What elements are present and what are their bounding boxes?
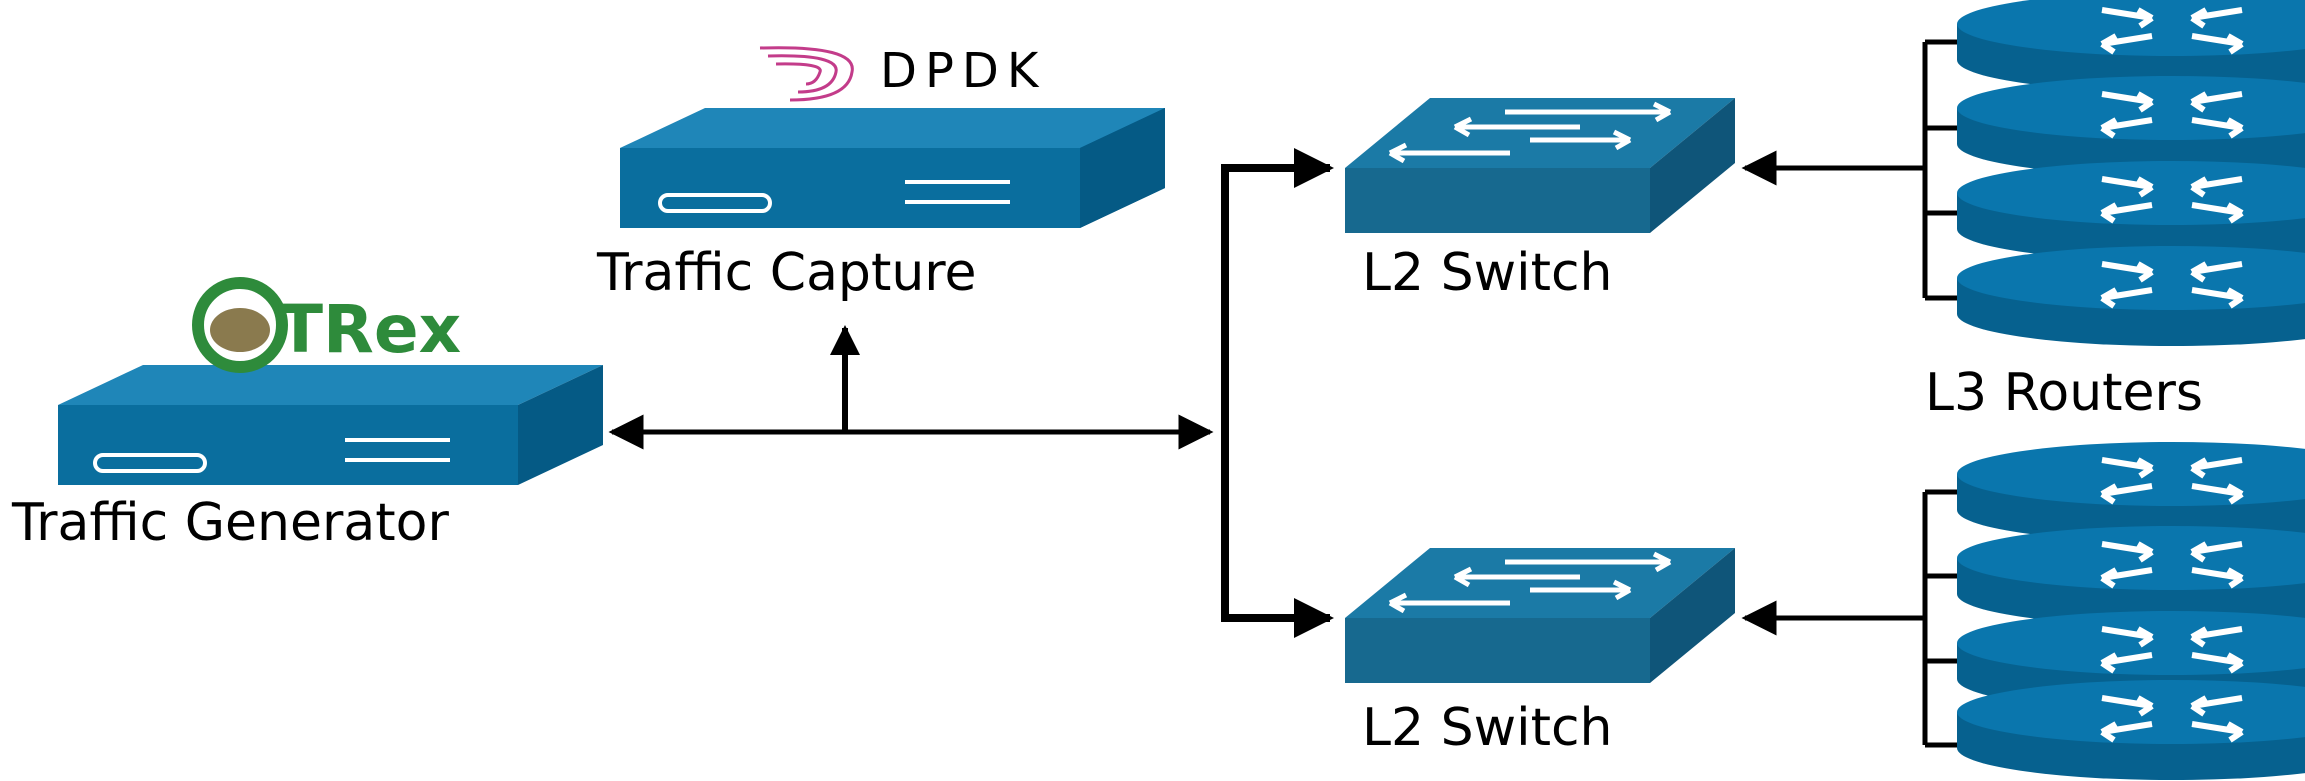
trex-logo-dino-icon bbox=[210, 308, 270, 352]
l3-routers-label: L3 Routers bbox=[1925, 363, 2203, 423]
device-top bbox=[620, 108, 1165, 148]
traffic-capture-label: Traffic Capture bbox=[596, 243, 977, 303]
trex-logo-text: TRex bbox=[278, 291, 461, 368]
device-right bbox=[1080, 108, 1165, 228]
dpdk-logo-text: DPDK bbox=[880, 43, 1046, 99]
dpdk-logo: DPDK bbox=[759, 43, 1046, 102]
dpdk-logo-icon bbox=[759, 46, 854, 102]
trex-logo-ring bbox=[192, 277, 288, 373]
switch-right-face bbox=[1650, 548, 1735, 683]
switch-right-face bbox=[1650, 98, 1735, 233]
traffic-generator-label: Traffic Generator bbox=[11, 493, 449, 553]
trex-logo: TRex bbox=[192, 277, 461, 373]
router-icon bbox=[1957, 161, 2305, 261]
switch-arrows-icon bbox=[1388, 101, 1672, 164]
l2-switch-bottom-label: L2 Switch bbox=[1362, 698, 1613, 758]
l2-switch-top-label: L2 Switch bbox=[1362, 243, 1613, 303]
traffic-capture-device bbox=[620, 108, 1165, 228]
router-group-bottom bbox=[1957, 442, 2305, 780]
uplink-bottom bbox=[1221, 432, 1334, 638]
device-slot bbox=[93, 453, 207, 473]
router-group-top bbox=[1957, 0, 2305, 346]
switch-front-face bbox=[1345, 168, 1650, 233]
traffic-generator-device bbox=[58, 365, 603, 485]
device-top bbox=[58, 365, 603, 405]
device-slot bbox=[658, 193, 772, 213]
device-front bbox=[620, 148, 1080, 228]
router-icon bbox=[1957, 246, 2305, 346]
switch-front-face bbox=[1345, 618, 1650, 683]
router-icon bbox=[1957, 526, 2305, 626]
device-right bbox=[518, 365, 603, 485]
uplink-top bbox=[1221, 148, 1334, 432]
l2-switch-top bbox=[1345, 98, 1735, 233]
l2-switch-bottom bbox=[1345, 548, 1735, 683]
switch-arrows-icon bbox=[1388, 551, 1672, 614]
router-icon bbox=[1957, 76, 2305, 176]
router-icon bbox=[1957, 680, 2305, 780]
